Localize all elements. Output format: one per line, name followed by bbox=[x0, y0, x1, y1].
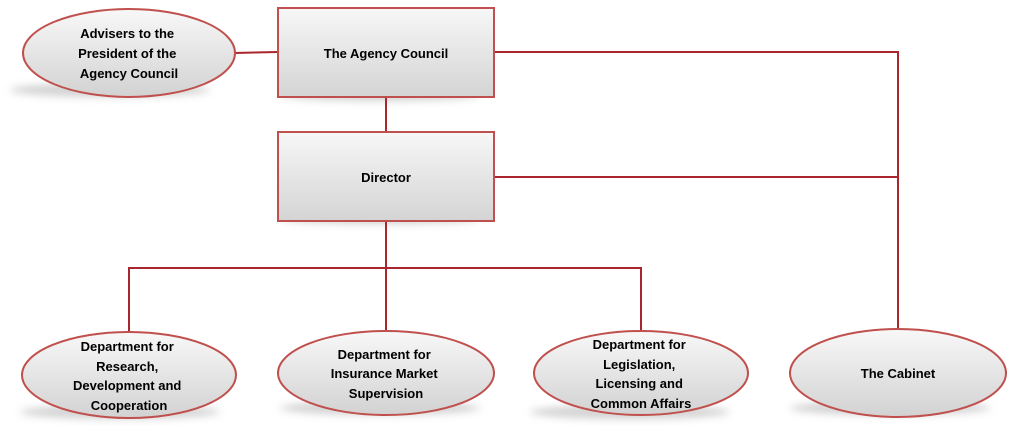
node-agency-council-line: The Agency Council bbox=[324, 46, 448, 61]
node-dept-insurance: Department for Insurance Market Supervis… bbox=[277, 330, 495, 416]
node-dept-research: Department for Research, Development and… bbox=[21, 331, 237, 419]
node-cabinet: The Cabinet bbox=[789, 328, 1007, 418]
node-dept-insurance-line: Insurance Market bbox=[331, 366, 439, 381]
node-dept-legislation-line: Department for bbox=[593, 337, 686, 352]
node-agency-council-shape bbox=[277, 7, 495, 98]
connector-council-cabinet bbox=[494, 51, 899, 329]
node-dept-legislation-shape bbox=[533, 330, 749, 416]
node-dept-insurance-line: Department for bbox=[338, 347, 431, 362]
node-director-shape bbox=[277, 131, 495, 222]
node-advisers-line: Advisers to the bbox=[80, 26, 174, 41]
node-dept-research-line: Development and bbox=[73, 378, 181, 393]
svg-text:The Agency Council: The Agency Council bbox=[324, 46, 448, 61]
node-director-line: Director bbox=[361, 170, 411, 185]
svg-text:Department for Research,: Department for Research, Development and… bbox=[73, 339, 185, 413]
node-advisers-line: Agency Council bbox=[80, 66, 178, 81]
node-dept-legislation-line: Common Affairs bbox=[591, 396, 692, 411]
node-director: Director bbox=[277, 131, 495, 222]
node-cabinet-shape bbox=[789, 328, 1007, 418]
node-cabinet-line: The Cabinet bbox=[861, 366, 936, 381]
svg-text:Department for Legislati: Department for Legislation, Licensing an… bbox=[591, 337, 692, 411]
connector-lines bbox=[128, 51, 899, 333]
node-dept-legislation: Department for Legislation, Licensing an… bbox=[533, 330, 749, 416]
connector-bus-departments bbox=[128, 267, 642, 333]
node-advisers: Advisers to the President of the Agency … bbox=[22, 8, 236, 98]
svg-text:Department for Insurance: Department for Insurance Market Supervis… bbox=[331, 347, 442, 401]
node-advisers-line: President of the bbox=[78, 46, 176, 61]
node-dept-research-line: Research, bbox=[96, 359, 158, 374]
node-dept-insurance-line: Supervision bbox=[349, 386, 423, 401]
connector-advisers-council bbox=[233, 51, 279, 54]
svg-text:Director: Director bbox=[361, 170, 411, 185]
node-dept-research-shape bbox=[21, 331, 237, 419]
node-dept-research-line: Department for bbox=[81, 339, 174, 354]
node-dept-legislation-line: Licensing and bbox=[595, 376, 682, 391]
svg-text:Advisers to the Presiden: Advisers to the President of the Agency … bbox=[78, 26, 180, 81]
node-dept-research-line: Cooperation bbox=[91, 398, 168, 413]
svg-text:The Cabinet: The Cabinet bbox=[861, 366, 936, 381]
node-advisers-shape bbox=[22, 8, 236, 98]
node-agency-council: The Agency Council bbox=[277, 7, 495, 98]
node-dept-insurance-shape bbox=[277, 330, 495, 416]
node-dept-legislation-line: Legislation, bbox=[603, 357, 675, 372]
